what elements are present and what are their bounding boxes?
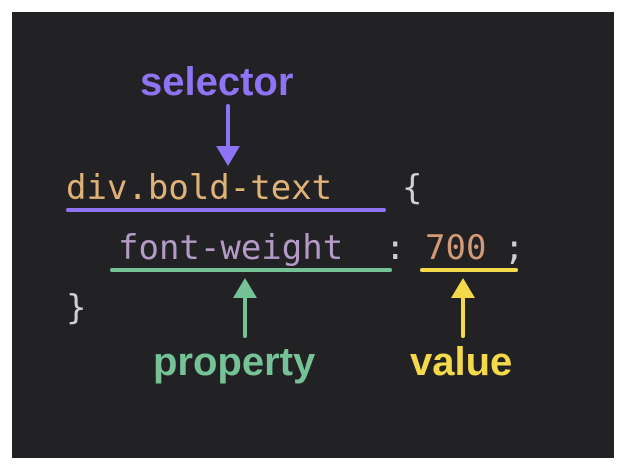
arrow-down-icon — [216, 104, 240, 166]
selector-underline — [66, 208, 386, 212]
selector-label: selector — [140, 60, 294, 104]
property-code: font-weight — [118, 228, 344, 268]
value-code: 700 — [425, 228, 487, 268]
code-panel — [12, 12, 614, 458]
selector-code: div.bold-text — [66, 168, 333, 208]
value-underline — [420, 268, 518, 272]
open-brace: { — [402, 168, 423, 208]
arrow-up-icon — [451, 278, 475, 338]
colon-code: : — [385, 228, 406, 268]
property-label: property — [153, 340, 316, 384]
arrow-up-icon — [233, 278, 257, 338]
value-label: value — [410, 340, 513, 384]
property-underline — [110, 268, 392, 272]
semicolon-code: ; — [504, 228, 525, 268]
close-brace: } — [66, 288, 87, 328]
